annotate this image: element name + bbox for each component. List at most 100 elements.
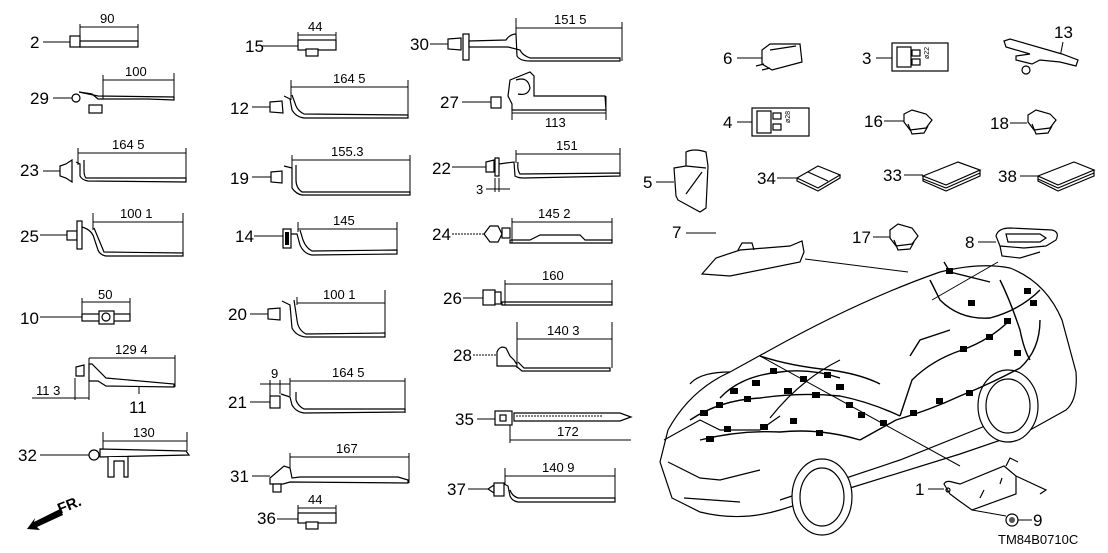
component-33[interactable]: 33	[883, 161, 982, 192]
part-label-12: 12	[230, 99, 249, 118]
component-label-38: 38	[998, 167, 1017, 186]
part-35[interactable]: 35 172	[455, 410, 633, 443]
dimension-11-offset: 11 3	[36, 383, 60, 398]
front-arrow-icon	[27, 509, 63, 530]
part-label-21: 21	[228, 393, 247, 412]
part-label-30: 30	[410, 35, 429, 54]
part-28[interactable]: 28 140 3	[453, 322, 613, 372]
component-16[interactable]: 16	[864, 109, 933, 135]
component-8[interactable]: 8	[965, 227, 1058, 259]
part-27[interactable]: 27 113	[440, 71, 607, 130]
part-29[interactable]: 29 100	[30, 64, 175, 114]
dimension-15: 44	[308, 19, 322, 34]
part-24[interactable]: 24 145 2	[432, 206, 613, 244]
component-9[interactable]: 9	[971, 509, 1042, 530]
part-37[interactable]: 37 140 9	[447, 460, 616, 503]
part-26[interactable]: 26 160	[443, 268, 613, 308]
component-5[interactable]: 5	[643, 149, 709, 213]
component-4[interactable]: 4 ø28	[723, 107, 810, 137]
part-label-24: 24	[432, 225, 451, 244]
dimension-24: 145 2	[538, 206, 571, 221]
component-label-13: 13	[1054, 23, 1073, 42]
component-label-4: 4	[723, 113, 732, 132]
dimension-10: 50	[98, 287, 112, 302]
dimension-28: 140 3	[547, 323, 580, 338]
part-label-26: 26	[443, 289, 462, 308]
component-label-8: 8	[965, 233, 974, 252]
part-label-37: 37	[447, 480, 466, 499]
part-label-36: 36	[257, 509, 276, 528]
component-3[interactable]: 3 ø22	[862, 42, 949, 72]
component-label-1: 1	[915, 480, 924, 499]
part-20[interactable]: 20 100 1	[228, 287, 386, 338]
component-1[interactable]: 1	[915, 457, 1048, 511]
part-32[interactable]: 32 130	[18, 425, 191, 478]
component-34[interactable]: 34	[757, 165, 842, 192]
part-label-31: 31	[230, 467, 249, 486]
part-15[interactable]: 15 44	[245, 19, 337, 57]
component-label-18: 18	[990, 114, 1009, 133]
dimension-27: 113	[545, 115, 566, 130]
component-label-34: 34	[757, 169, 776, 188]
part-label-19: 19	[230, 169, 249, 188]
part-label-25: 25	[20, 227, 39, 246]
component-6[interactable]: 6	[723, 43, 803, 71]
part-label-27: 27	[440, 93, 459, 112]
dimension-14: 145	[333, 213, 355, 228]
part-19[interactable]: 19 155.3	[230, 144, 411, 196]
component-7[interactable]: 7	[672, 223, 909, 277]
part-2[interactable]: 2 90	[30, 11, 139, 52]
dimension-12: 164 5	[333, 71, 366, 86]
dimension-30: 151 5	[554, 12, 587, 27]
component-18[interactable]: 18	[990, 109, 1057, 135]
diagram-reference-code: TM84B0710C	[998, 532, 1078, 547]
component-13[interactable]: 13	[1003, 23, 1079, 75]
component-4-marking: ø28	[785, 111, 792, 123]
dimension-37: 140 9	[542, 460, 575, 475]
part-label-32: 32	[18, 446, 37, 465]
part-label-10: 10	[20, 309, 39, 328]
part-23[interactable]: 23 164 5	[20, 137, 187, 184]
front-label: FR.	[55, 493, 84, 518]
component-38[interactable]: 38	[998, 161, 1096, 192]
part-11[interactable]: 129 4 11 3 11	[32, 342, 176, 417]
component-label-5: 5	[643, 173, 652, 192]
part-36[interactable]: 36 44	[257, 492, 337, 530]
part-25[interactable]: 25 100 1	[20, 206, 184, 257]
part-label-11: 11	[129, 398, 147, 417]
part-label-23: 23	[20, 161, 39, 180]
part-21[interactable]: 21 9 164 5	[228, 365, 406, 414]
component-label-7: 7	[672, 223, 681, 242]
component-label-33: 33	[883, 166, 902, 185]
component-label-9: 9	[1033, 511, 1042, 530]
component-label-6: 6	[723, 49, 732, 68]
part-label-14: 14	[235, 227, 254, 246]
dimension-19: 155.3	[331, 144, 364, 159]
dimension-25: 100 1	[120, 206, 153, 221]
part-22[interactable]: 22 151 3	[432, 138, 621, 197]
dimension-23: 164 5	[112, 137, 145, 152]
part-label-35: 35	[455, 410, 474, 429]
part-label-2: 2	[30, 33, 39, 52]
part-12[interactable]: 12 164 5	[230, 71, 409, 119]
vehicle-wire-harness-illustration	[659, 261, 1077, 536]
dimension-32: 130	[133, 425, 155, 440]
component-label-3: 3	[862, 49, 871, 68]
component-17[interactable]: 17	[852, 223, 919, 251]
part-10[interactable]: 10 50	[20, 287, 131, 328]
component-label-16: 16	[864, 112, 883, 131]
dimension-21-width: 9	[271, 366, 278, 381]
front-direction-indicator: FR.	[27, 493, 84, 530]
part-30[interactable]: 30 151 5	[410, 12, 623, 62]
dimension-29: 100	[125, 64, 147, 79]
part-label-15: 15	[245, 37, 264, 56]
part-label-28: 28	[453, 346, 472, 365]
part-31[interactable]: 31 167	[230, 441, 410, 493]
component-label-17: 17	[852, 228, 871, 247]
dimension-31: 167	[336, 441, 358, 456]
dimension-2: 90	[100, 11, 114, 26]
part-14[interactable]: 14 145	[235, 213, 398, 256]
dimension-20: 100 1	[323, 287, 356, 302]
